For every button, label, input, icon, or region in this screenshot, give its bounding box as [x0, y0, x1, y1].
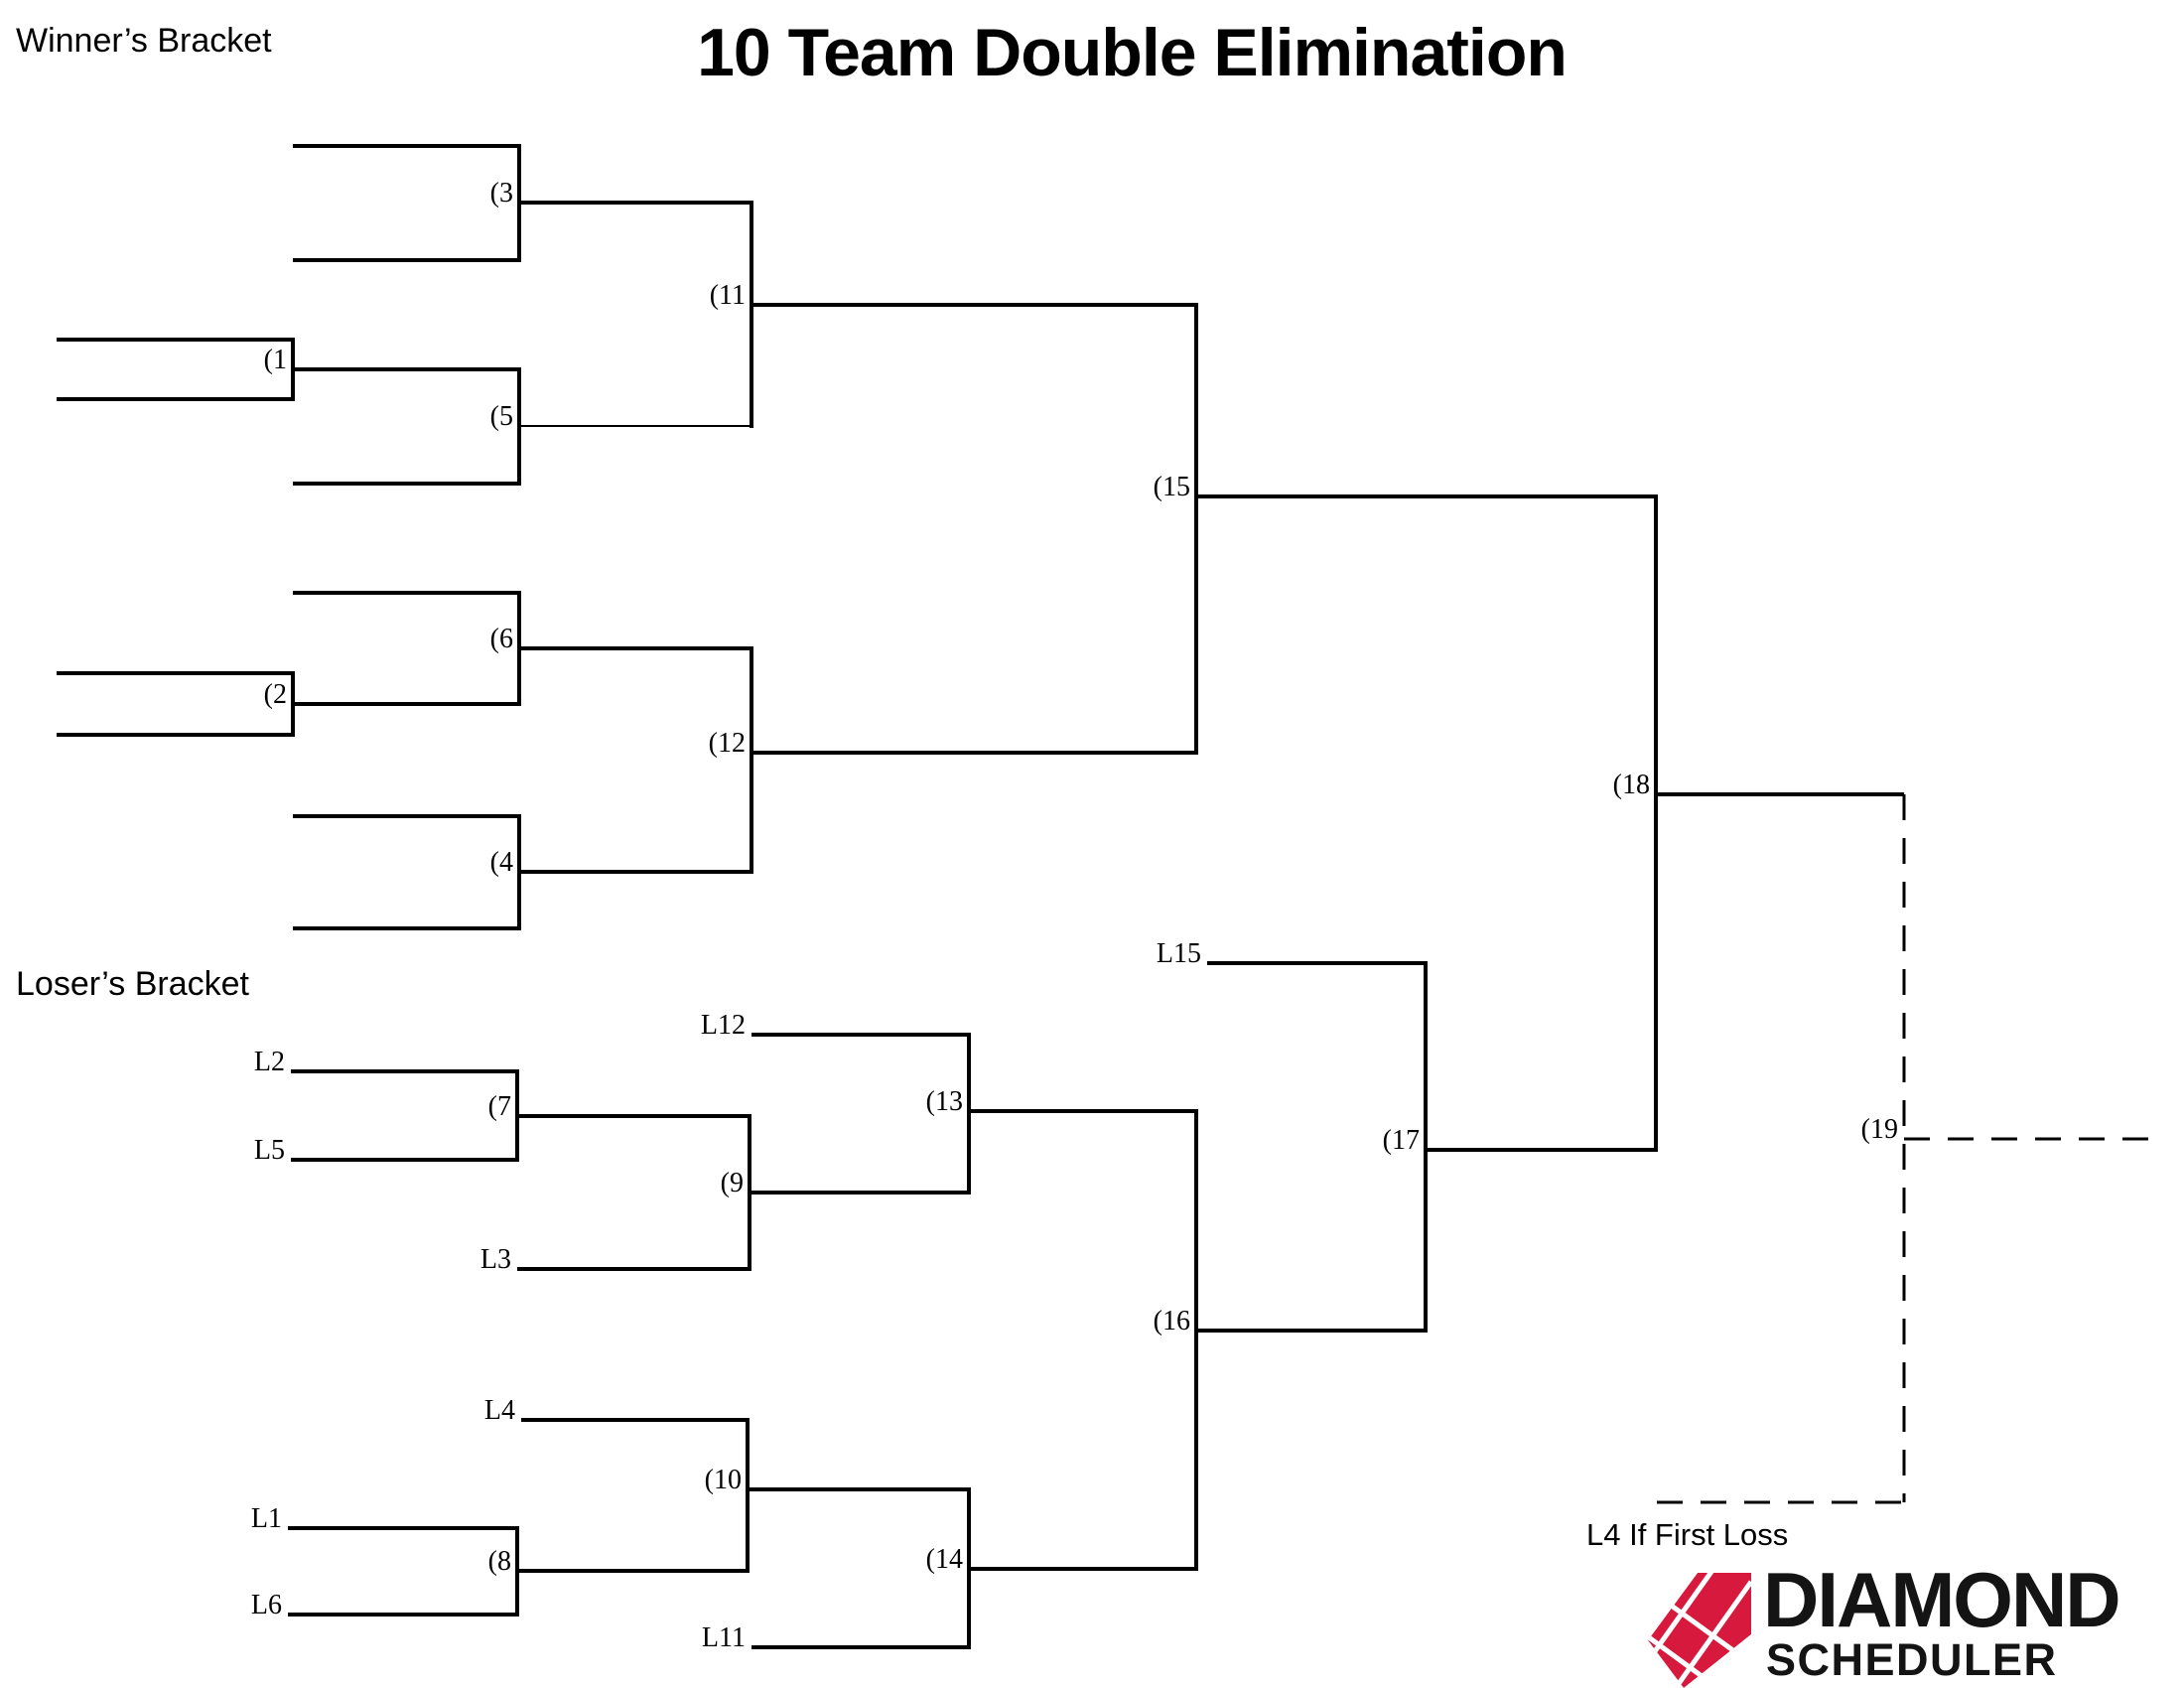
- feed-label-l4: L4: [483, 1395, 515, 1426]
- page-title: 10 Team Double Elimination: [697, 15, 1568, 90]
- diamond-scheduler-logo: DIAMOND SCHEDULER: [1648, 1556, 2184, 1688]
- game-label-2: (2: [263, 679, 287, 710]
- logo-wordmark-scheduler: SCHEDULER: [1766, 1634, 2058, 1685]
- game-label-6: (6: [489, 624, 513, 654]
- feed-label-l11: L11: [701, 1622, 746, 1653]
- feed-label-l12: L12: [700, 1010, 746, 1041]
- game-label-19: (19: [1860, 1114, 1898, 1145]
- game-label-8: (8: [487, 1546, 511, 1577]
- game-label-16: (16: [1153, 1306, 1190, 1336]
- feed-label-l3: L3: [479, 1244, 511, 1275]
- final-if-necessary-dashed-lines: [1657, 794, 2149, 1504]
- game-label-17: (17: [1382, 1125, 1420, 1156]
- game-label-3: (3: [489, 178, 513, 209]
- feed-label-l2: L2: [253, 1047, 285, 1077]
- losers-bracket-lines: [288, 961, 1656, 1649]
- game-label-15: (15: [1153, 472, 1190, 502]
- game-label-1: (1: [263, 345, 287, 375]
- game-label-11: (11: [709, 280, 746, 311]
- winners-bracket-heading: Winner’s Bracket: [16, 22, 272, 60]
- winners-bracket-lines: [57, 144, 1904, 1152]
- game-label-9: (9: [720, 1168, 744, 1198]
- first-loss-note: L4 If First Loss: [1586, 1517, 1789, 1552]
- logo-wordmark-diamond: DIAMOND: [1763, 1556, 2121, 1643]
- diamond-lattice-icon: [1648, 1573, 1751, 1688]
- game-label-14: (14: [925, 1544, 963, 1575]
- game-label-13: (13: [925, 1086, 963, 1117]
- feed-label-l1: L1: [250, 1503, 282, 1534]
- game-label-10: (10: [704, 1465, 742, 1495]
- game-label-7: (7: [487, 1091, 511, 1122]
- losers-bracket-heading: Loser’s Bracket: [16, 965, 249, 1003]
- game-label-12: (12: [708, 728, 746, 759]
- feed-label-l15: L15: [1156, 938, 1201, 969]
- feed-label-l5: L5: [253, 1135, 285, 1166]
- game-label-5: (5: [489, 401, 513, 432]
- game-label-18: (18: [1612, 770, 1650, 800]
- game-label-4: (4: [489, 847, 513, 878]
- feed-label-l6: L6: [250, 1590, 282, 1620]
